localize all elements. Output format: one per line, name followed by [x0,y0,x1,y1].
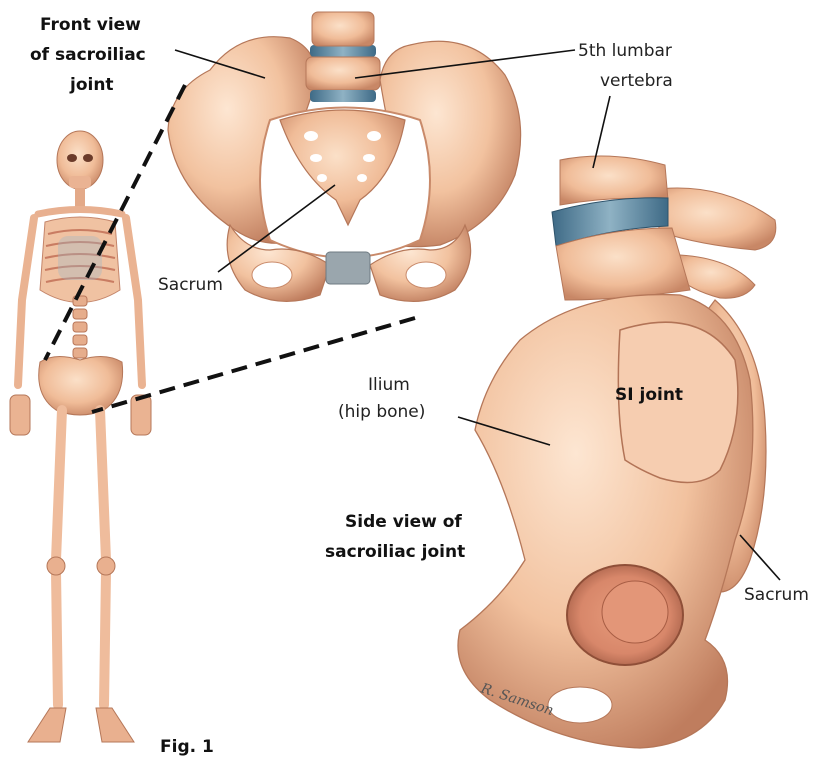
figure-number: Fig. 1 [160,737,214,757]
knee-right [97,557,115,575]
label-side-view-line2: sacroiliac joint [325,542,465,562]
front-view-pelvis [168,12,521,301]
label-side-view-line1: Side view of [345,512,462,532]
label-5th-lumbar-line2: vertebra [600,71,673,91]
label-ilium-line1: Ilium [368,375,410,395]
label-sacrum-front: Sacrum [158,275,223,295]
label-sacrum-side: Sacrum [744,585,809,605]
lumbar-spine [73,296,87,358]
label-front-view-line3: joint [69,75,114,95]
clavicles [38,210,122,215]
spinous-process-lower [675,255,755,298]
label-ilium-line2: (hip bone) [338,402,425,422]
left-obturator [252,262,292,288]
label-side-view: Side view of sacroiliac joint [325,512,465,562]
acetabulum-fossa [602,581,668,643]
side-view-pelvis [458,156,776,748]
skull-eye-right [83,154,93,162]
front-lumbar-top [312,12,374,46]
label-front-view: Front view of sacroiliac joint [30,15,146,95]
full-skeleton [10,131,151,742]
knee-left [47,557,65,575]
front-lumbar-body [306,57,380,90]
label-5th-lumbar-line1: 5th lumbar [578,41,672,61]
skeleton-legs [56,410,106,705]
skeleton-pelvis [39,356,123,415]
label-front-view-line2: of sacroiliac [30,45,146,65]
label-ilium: Ilium (hip bone) [338,375,425,422]
skull-eye-left [67,154,77,162]
label-front-view-line1: Front view [40,15,141,35]
skeleton-feet [28,708,134,742]
right-obturator [406,262,446,288]
skull-jaw [69,176,91,188]
front-disc-upper [310,45,376,57]
front-disc-lower [310,90,376,102]
label-5th-lumbar: 5th lumbar vertebra [578,41,673,91]
label-si-joint: SI joint [615,385,683,405]
side-obturator [548,687,612,723]
pubic-symphysis [326,252,370,284]
thoracic-lung-shade [58,236,102,280]
